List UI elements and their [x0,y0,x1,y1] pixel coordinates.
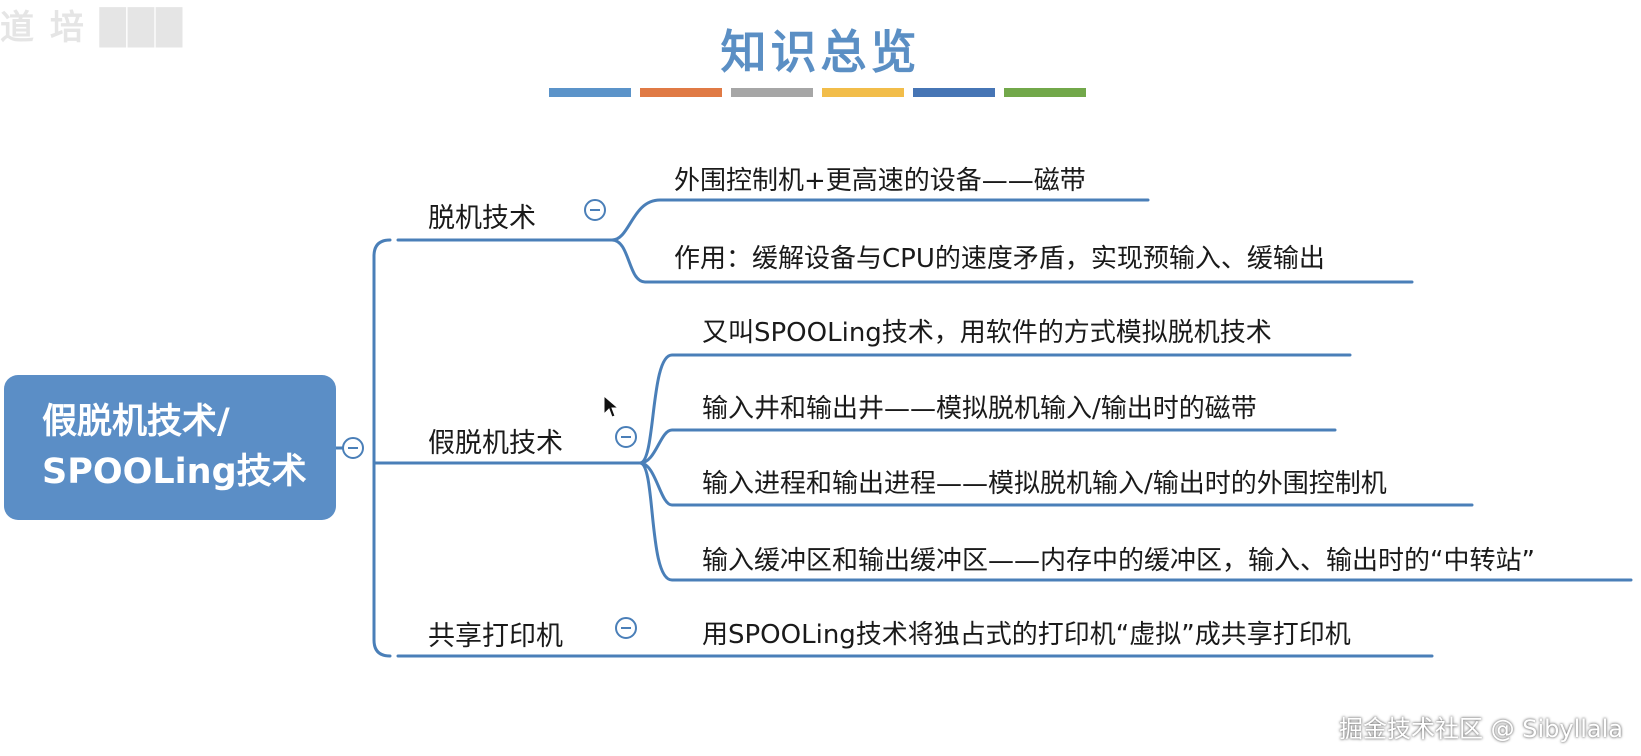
leaf-spooling-3[interactable]: 输入进程和输出进程——模拟脱机输入/输出时的外围控制机 [702,469,1387,499]
leaf-spooling-4[interactable]: 输入缓冲区和输出缓冲区——内存中的缓冲区，输入、输出时的“中转站” [702,546,1535,576]
root-title-line2: SPOOLing技术 [42,452,307,492]
color-bar-yellow [822,88,904,97]
collapse-toggle-spooling[interactable] [615,426,637,448]
leaf-shared-printer-1[interactable]: 用SPOOLing技术将独占式的打印机“虚拟”成共享打印机 [702,620,1351,650]
leaf-spooling-2[interactable]: 输入井和输出井——模拟脱机输入/输出时的磁带 [702,394,1257,424]
color-bar-gray [731,88,813,97]
branch-spooling[interactable]: 假脱机技术 [428,428,563,459]
leaf-spooling-1[interactable]: 又叫SPOOLing技术，用软件的方式模拟脱机技术 [702,318,1272,348]
collapse-toggle-shared-printer[interactable] [615,617,637,639]
video-watermark: 道 培 ███ [0,8,185,48]
color-bar-blue [549,88,631,97]
color-bar-darkblue [913,88,995,97]
root-title-line1: 假脱机技术/ [42,402,230,442]
root-node[interactable]: 假脱机技术/ SPOOLing技术 [4,375,336,520]
leaf-offline-1[interactable]: 外围控制机+更高速的设备——磁带 [674,166,1086,196]
leaf-offline-2[interactable]: 作用：缓解设备与CPU的速度矛盾，实现预输入、缓输出 [674,244,1325,274]
branch-offline[interactable]: 脱机技术 [428,203,536,234]
footer-watermark: 掘金技术社区 @ Sibyllala [1338,715,1623,743]
color-bar-orange [640,88,722,97]
collapse-toggle-root[interactable] [342,437,364,459]
branch-shared-printer[interactable]: 共享打印机 [428,621,563,652]
mouse-cursor-icon [603,395,619,418]
collapse-toggle-offline[interactable] [584,199,606,221]
page-title: 知识总览 [720,25,921,79]
color-bar-green [1004,88,1086,97]
